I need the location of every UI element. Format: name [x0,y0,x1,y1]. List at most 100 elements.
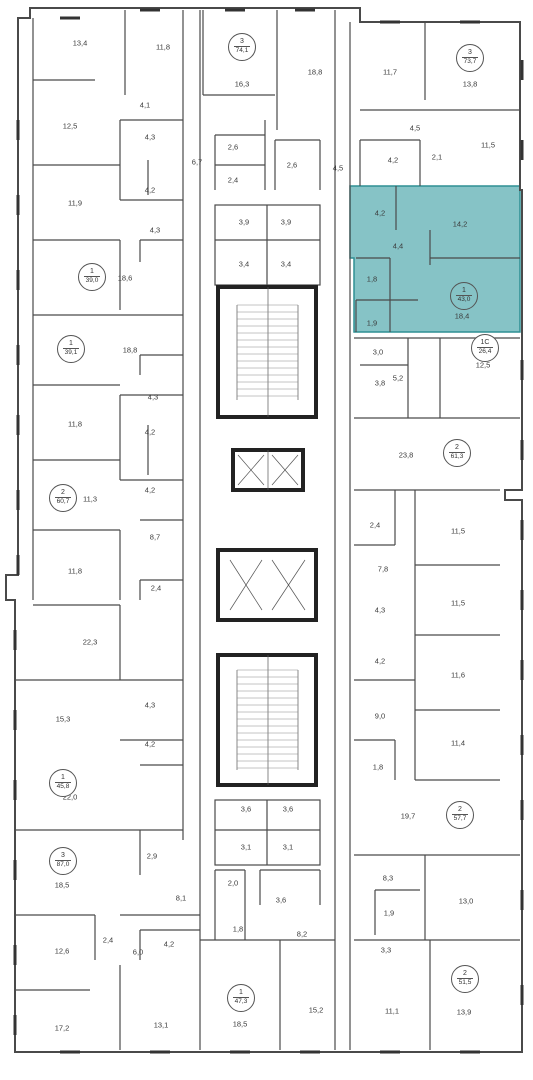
room-area-label: 4,3 [144,700,156,710]
apartment-area: 61,3 [450,453,464,460]
badge-divider [477,347,493,348]
room-area-label: 18,8 [307,67,323,77]
room-area-label: 11,1 [384,1006,400,1016]
apartment-rooms: 1 [61,774,65,781]
room-area-label: 3,6 [275,895,287,905]
room-area-label: 11,9 [67,198,83,208]
core [216,285,318,787]
room-area-label: 13,4 [72,38,88,48]
room-area-label: 1,9 [366,318,378,328]
room-area-label: 2,6 [286,160,298,170]
room-area-label: 2,6 [227,142,239,152]
apartment-area: 43,0 [457,296,471,303]
room-area-label: 1,9 [383,908,395,918]
apartment-area: 51,5 [458,979,472,986]
room-area-label: 16,3 [234,79,250,89]
apartment-area: 60,7 [56,498,70,505]
room-area-label: 11,6 [450,670,466,680]
room-area-label: 3,0 [372,347,384,357]
room-area-label: 5,2 [392,373,404,383]
room-area-label: 3,4 [280,259,292,269]
apartment-area: 39,1 [64,349,78,356]
badge-divider [457,978,473,979]
room-area-label: 18,8 [122,345,138,355]
room-area-label: 2,9 [146,851,158,861]
room-area-label: 3,6 [240,804,252,814]
room-area-label: 6,7 [191,157,203,167]
room-area-label: 4,2 [374,208,386,218]
room-area-label: 4,2 [163,939,175,949]
apartment-area: 26,4 [478,348,492,355]
room-area-label: 18,4 [454,311,470,321]
room-area-label: 11,5 [480,140,496,150]
room-area-label: 4,5 [332,163,344,173]
badge-divider [234,46,250,47]
badge-divider [55,497,71,498]
room-area-label: 4,4 [392,241,404,251]
room-area-label: 4,3 [147,392,159,402]
room-area-label: 11,8 [67,566,83,576]
room-area-label: 13,8 [462,79,478,89]
room-area-label: 4,1 [139,100,151,110]
room-area-label: 4,2 [144,427,156,437]
room-area-label: 2,4 [150,583,162,593]
badge-divider [84,276,100,277]
room-area-label: 7,8 [377,564,389,574]
room-area-label: 11,5 [450,526,466,536]
room-area-label: 3,4 [238,259,250,269]
badge-divider [55,782,71,783]
badge-divider [449,452,465,453]
room-area-label: 11,7 [382,67,398,77]
badge-divider [452,814,468,815]
window-marks [13,8,524,1054]
room-area-label: 6,0 [132,947,144,957]
badge-divider [462,57,478,58]
room-area-label: 3,9 [238,217,250,227]
apartment-area: 73,7 [463,58,477,65]
room-area-label: 1,8 [366,274,378,284]
room-area-label: 4,3 [144,132,156,142]
room-area-label: 12,6 [54,946,70,956]
room-area-label: 4,5 [409,123,421,133]
room-area-label: 11,5 [450,598,466,608]
room-area-label: 23,8 [398,450,414,460]
room-area-label: 3,6 [282,804,294,814]
apartment-rooms: 3 [240,38,244,45]
room-area-label: 12,5 [62,121,78,131]
room-area-label: 18,5 [54,880,70,890]
room-area-label: 19,7 [400,811,416,821]
apartment-area: 47,3 [234,998,248,1005]
room-area-label: 2,1 [431,152,443,162]
room-area-label: 2,0 [227,878,239,888]
apartment-area: 45,8 [56,783,70,790]
room-area-label: 3,1 [240,842,252,852]
apartment-area: 74,1 [235,47,249,54]
apartment-area: 57,7 [453,815,467,822]
room-area-label: 22,0 [62,792,78,802]
apartment-rooms: 2 [458,806,462,813]
room-area-label: 9,0 [374,711,386,721]
stairs-detail [229,287,306,785]
room-area-label: 4,2 [144,185,156,195]
walls [5,7,523,1053]
room-area-label: 13,9 [456,1007,472,1017]
badge-divider [55,860,71,861]
badge-divider [63,348,79,349]
room-area-label: 15,3 [55,714,71,724]
apartment-rooms: 3 [61,852,65,859]
apartment-rooms: 2 [463,970,467,977]
room-area-label: 3,3 [380,945,392,955]
